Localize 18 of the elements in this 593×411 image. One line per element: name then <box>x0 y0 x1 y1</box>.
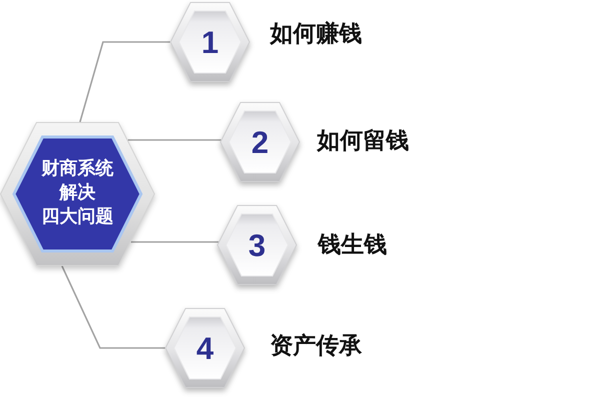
connector-line <box>79 41 170 122</box>
step-number: 4 <box>196 332 214 364</box>
hexagon-node <box>220 102 300 182</box>
step-label: 资产传承 <box>270 332 362 361</box>
hexagon-node <box>0 122 155 266</box>
step-label: 如何赚钱 <box>270 20 362 49</box>
step-number: 3 <box>248 230 266 260</box>
hexagon-node <box>165 308 245 388</box>
step-number: 1 <box>201 26 219 58</box>
step-number: 2 <box>251 126 269 158</box>
step-label: 如何留钱 <box>317 127 409 156</box>
node-text: 财商系统解决四大问题 <box>40 157 114 229</box>
connector-line <box>61 266 165 349</box>
hexagon-node <box>217 205 297 285</box>
step-label: 钱生钱 <box>318 231 387 260</box>
hexagon-node <box>170 2 250 82</box>
connector-line <box>131 241 218 243</box>
connector-line <box>128 139 221 141</box>
